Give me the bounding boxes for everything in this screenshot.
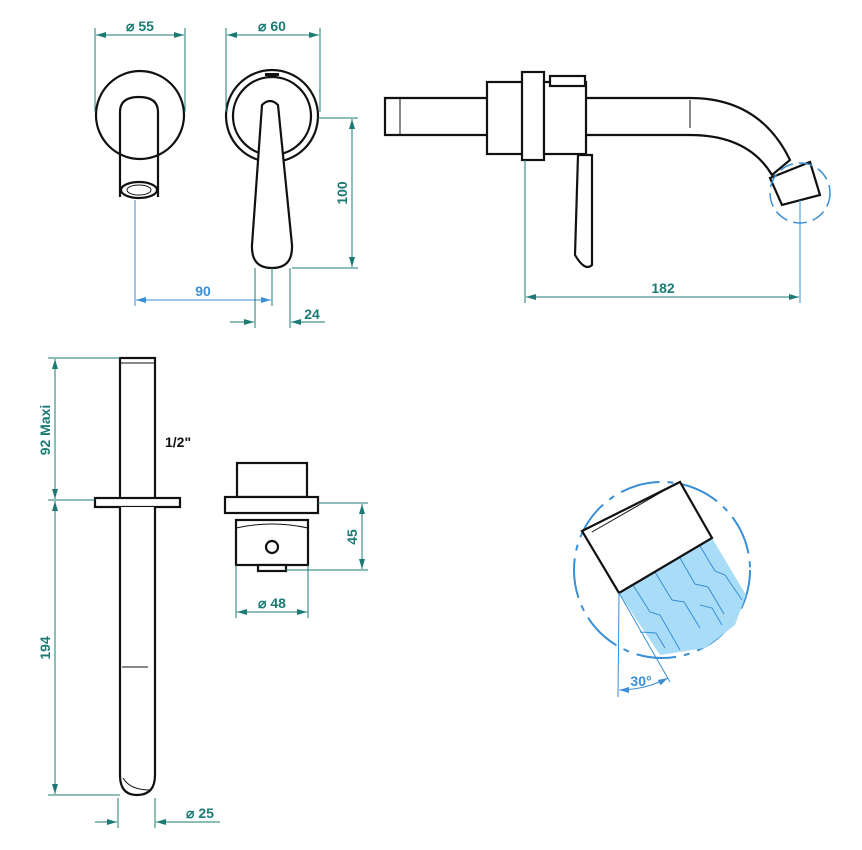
mixer-diameter-label: ⌀ 60 [258,18,286,34]
aerator-outlet-icon [119,180,159,200]
offset-dimensions: 90 24 [134,200,325,328]
front-view-spout: ⌀ 55 [94,18,186,200]
body-depth-label: 45 [344,529,360,545]
aerator-block [768,160,822,207]
spray-angle-label: 30° [630,673,651,689]
lever-handle [250,99,294,270]
side-lever [573,153,594,269]
thread-label: 1/2" [165,434,191,450]
height-label: 100 [334,181,350,205]
body-diameter-label: ⌀ 48 [258,595,286,611]
aerator-detail: 30° [573,480,751,698]
water-jet [619,538,746,655]
front-view-mixer: ⌀ 60 100 [224,18,358,270]
spout-diameter-label: ⌀ 55 [126,18,154,34]
side-view: 182 [383,70,831,303]
handle-offset-label: 24 [304,306,320,322]
detail-circle [573,481,751,659]
inlet-length-label: 92 Maxi [37,405,53,456]
tube-diameter-label: ⌀ 25 [186,805,214,821]
mixer-body-view: 45 ⌀ 48 [223,461,368,618]
tube-length-label: 194 [37,636,53,660]
spout-tube-view: 1/2" 92 Maxi 194 ⌀ 25 [37,356,220,828]
projection-label: 182 [651,280,675,296]
spout-handle-distance-label: 90 [195,283,211,299]
cartridge-screw-icon [264,539,280,555]
